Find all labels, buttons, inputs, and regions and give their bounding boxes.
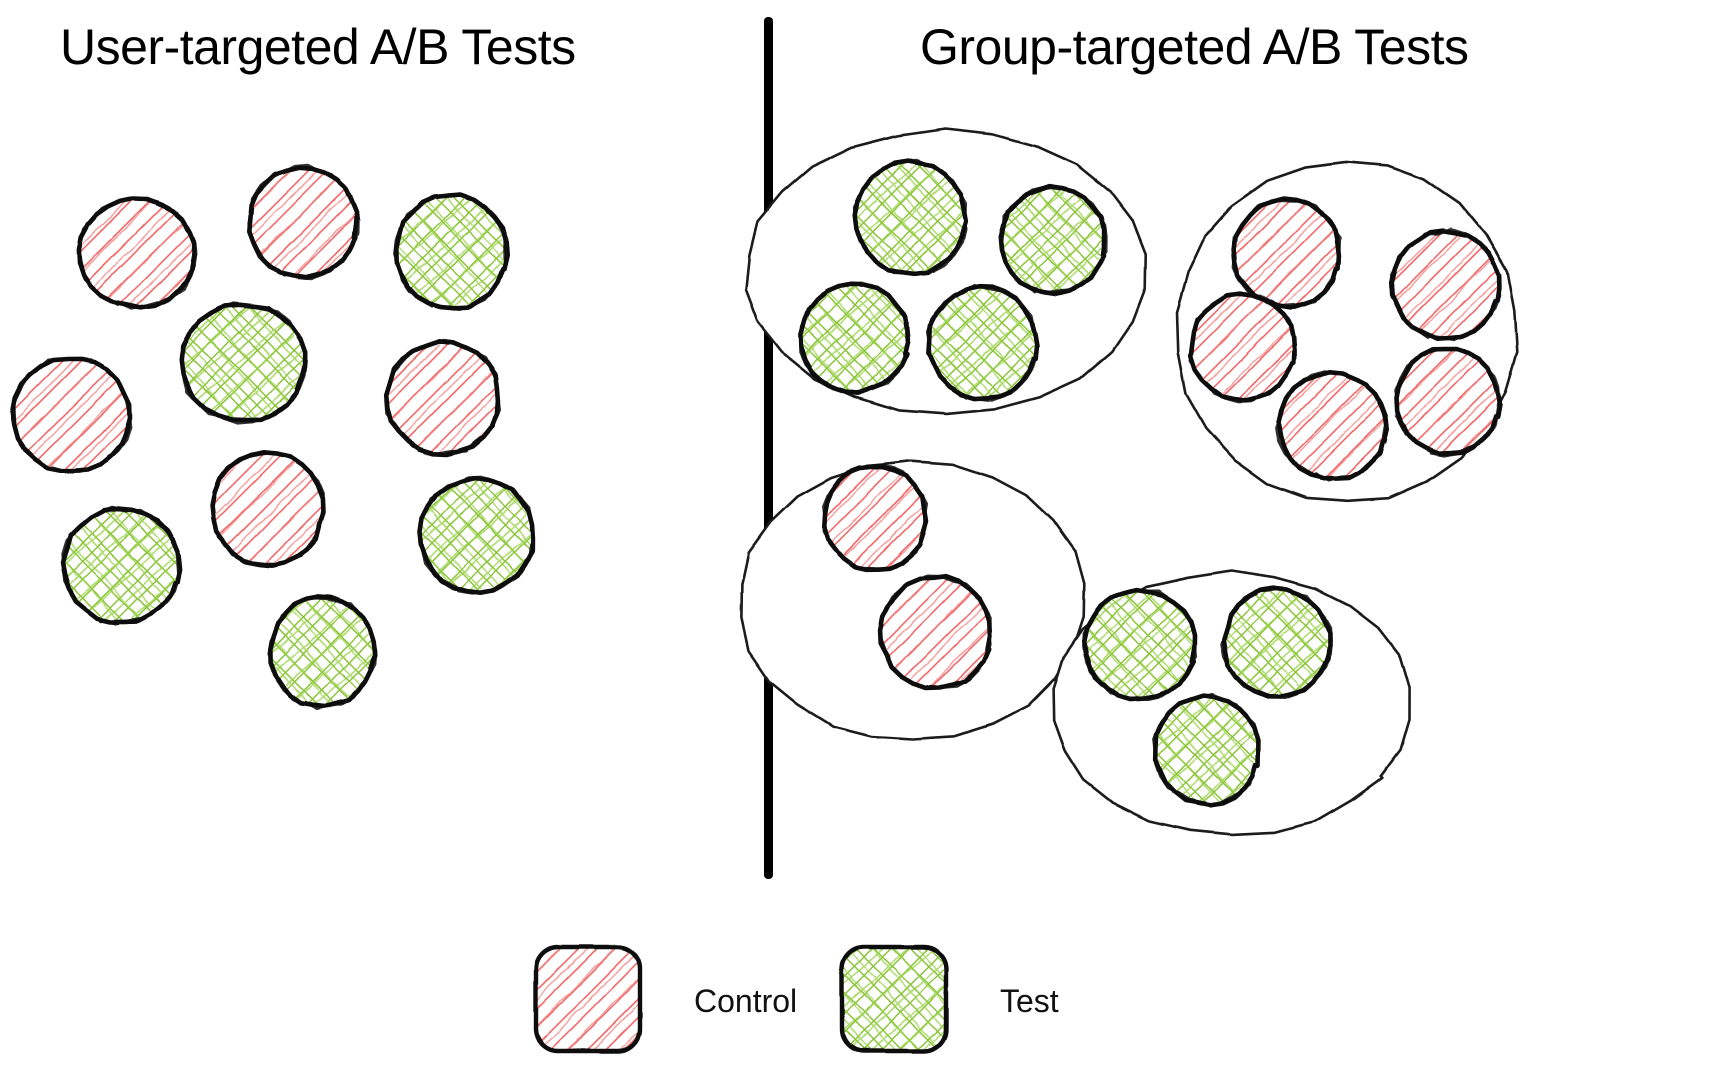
unit-circle [1275,370,1390,482]
unit-circle [9,357,132,473]
unit-circles [9,158,1503,808]
unit-circle [179,301,308,426]
unit-circle [998,184,1109,297]
panel-title-left: User-targeted A/B Tests [60,19,576,75]
legend-swatch-control [533,944,643,1054]
unit-circle [393,192,510,311]
unit-circle [821,463,929,572]
unit-circle [1389,227,1502,342]
unit-circle [247,163,360,280]
unit-circle [60,506,183,626]
unit-circle [1152,692,1261,808]
legend-swatch-test [839,944,949,1054]
unit-circle [798,282,911,396]
unit-circle [1081,587,1198,702]
unit-circle [417,475,536,595]
unit-circle [926,283,1040,402]
legend-label-control: Control [694,983,798,1019]
unit-circle [1394,346,1503,458]
unit-circle [76,196,198,311]
unit-circle [1220,585,1333,700]
unit-circle [266,594,378,711]
unit-circle [1231,196,1342,311]
unit-circle [877,574,993,691]
unit-circle [1188,291,1298,403]
legend-swatches [533,944,949,1054]
panel-title-right: Group-targeted A/B Tests [920,19,1469,75]
unit-circle [852,158,969,277]
unit-circle [210,450,326,568]
legend-label-test: Test [1000,983,1059,1019]
unit-circle [383,339,501,457]
panel-divider [764,17,773,879]
